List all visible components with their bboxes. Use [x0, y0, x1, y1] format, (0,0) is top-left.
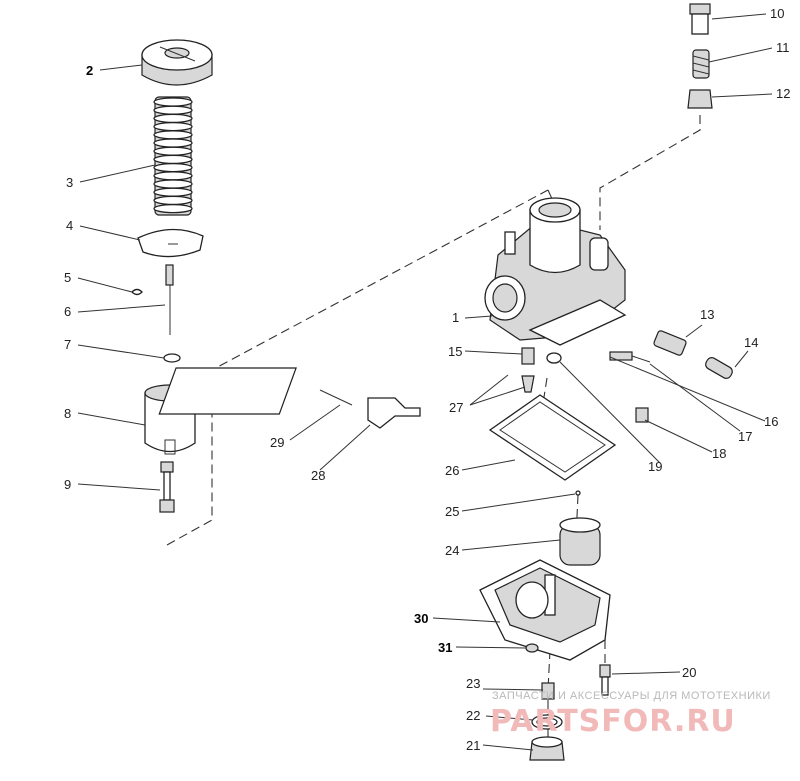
part-31-drain-plug: [525, 643, 539, 653]
watermark-tagline: ЗАПЧАСТИ И АКСЕССУАРЫ ДЛЯ МОТОТЕХНИКИ: [492, 690, 771, 702]
spring-coil: [153, 97, 193, 107]
part-12-valve: [687, 89, 713, 109]
part-15-jet: [521, 347, 535, 365]
callout-11: 11: [776, 40, 790, 55]
callout-9: 9: [64, 477, 71, 492]
part-7-washer: [163, 353, 181, 363]
part-11-spring: [692, 49, 710, 79]
spring-coil: [153, 138, 193, 148]
spring-coil: [153, 203, 193, 214]
callout-14: 14: [744, 335, 758, 350]
spring-coil: [153, 171, 193, 181]
part-25-pin: [575, 490, 581, 496]
spring-coil: [153, 179, 193, 189]
callout-31: 31: [438, 640, 452, 655]
part-5-clip: [131, 288, 143, 296]
callout-labels: 2 3 4 5 6 7 8 9 10 11 12 1 15 13 14 16 1…: [64, 6, 790, 753]
part-28-float-arm: [367, 397, 421, 429]
part-23-jet: [541, 682, 555, 700]
part-13-spring-screw: [653, 330, 687, 356]
part-2-cap: [141, 39, 213, 86]
spring-coil: [153, 146, 193, 156]
callout-26: 26: [445, 463, 459, 478]
part-3-spring: [153, 96, 193, 216]
callout-5: 5: [64, 270, 71, 285]
callout-6: 6: [64, 304, 71, 319]
spring-coil: [153, 187, 193, 197]
spring-coil: [153, 162, 193, 173]
callout-8: 8: [64, 406, 71, 421]
callout-16: 16: [764, 414, 778, 429]
part-29-pin: [158, 367, 353, 415]
callout-23: 23: [466, 676, 480, 691]
part-30-float-bowl: [479, 559, 611, 661]
part-4-plate: [137, 228, 204, 258]
callout-18: 18: [712, 446, 726, 461]
part-14-plunger: [705, 357, 733, 379]
callout-25: 25: [445, 504, 459, 519]
spring-coil: [153, 121, 193, 132]
leader-lines: [77, 13, 773, 751]
spring-coil: [153, 195, 193, 206]
callout-10: 10: [770, 6, 784, 21]
part-9-screw: [159, 461, 175, 513]
part-19-washer: [546, 352, 562, 364]
part-1-carburetor-body: [484, 197, 627, 346]
callout-20: 20: [682, 665, 696, 680]
part-6-needle: [165, 264, 174, 335]
spring-coil: [153, 130, 193, 140]
callout-22: 22: [466, 708, 480, 723]
part-17-screw: [609, 351, 651, 363]
assembly-lines: [166, 115, 701, 740]
callout-7: 7: [64, 337, 71, 352]
callout-3: 3: [66, 175, 73, 190]
callout-29: 29: [270, 435, 284, 450]
callout-2: 2: [86, 63, 93, 78]
callout-12: 12: [776, 86, 790, 101]
callout-17: 17: [738, 429, 752, 444]
part-26-gasket: [488, 394, 617, 481]
callout-30: 30: [414, 611, 428, 626]
part-18-plug: [635, 407, 649, 423]
part-20-screw: [599, 664, 611, 696]
watermark-site: PARTSFOR.RU: [490, 704, 736, 739]
part-24-float: [559, 517, 601, 566]
part-22-o-ring-inner: [536, 717, 558, 727]
callout-21: 21: [466, 738, 480, 753]
part-10-fitting: [689, 3, 711, 35]
spring-coil: [153, 105, 193, 115]
watermark: ЗАПЧАСТИ И АКСЕССУАРЫ ДЛЯ МОТОТЕХНИКИ PA…: [490, 690, 771, 739]
callout-19: 19: [648, 459, 662, 474]
callout-15: 15: [448, 344, 462, 359]
callout-4: 4: [66, 218, 73, 233]
callout-24: 24: [445, 543, 459, 558]
part-27-needle-valve: [521, 375, 535, 393]
spring-coil: [153, 154, 193, 165]
callout-27: 27: [449, 400, 463, 415]
callout-13: 13: [700, 307, 714, 322]
callout-1: 1: [452, 310, 459, 325]
callout-28: 28: [311, 468, 325, 483]
part-21-plug: [529, 736, 565, 761]
spring-coil: [153, 113, 193, 124]
